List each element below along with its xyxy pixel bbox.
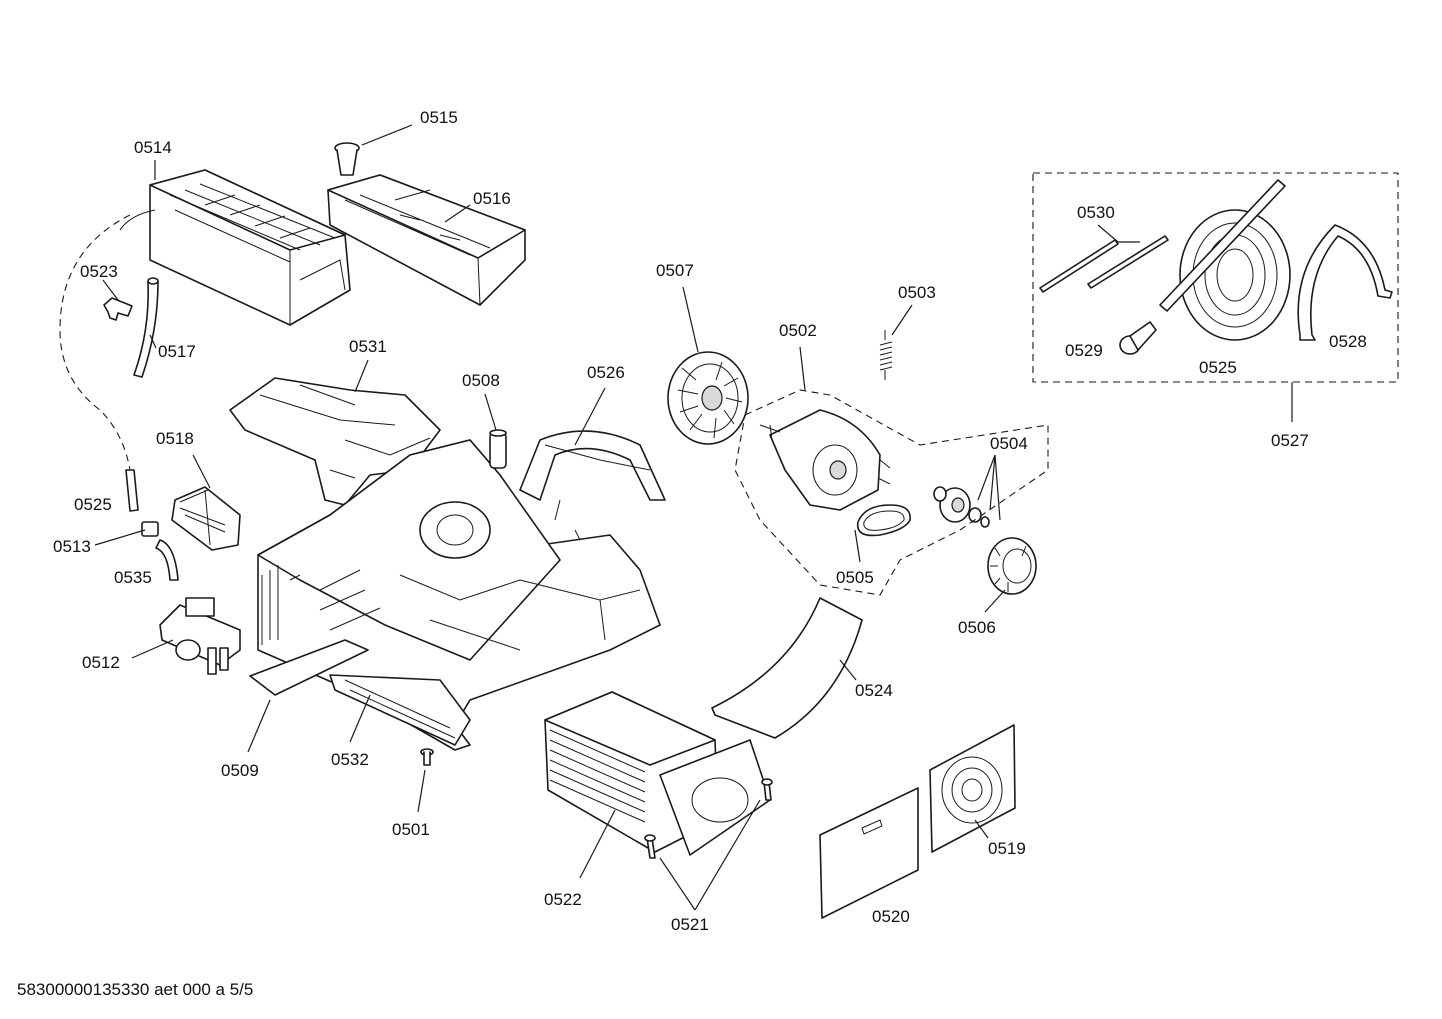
part-0524-seal [711, 597, 863, 739]
part-0521-screws [644, 778, 773, 859]
label-0531: 0531 [349, 337, 387, 356]
label-0532: 0532 [331, 750, 369, 769]
part-0530-cable-ties [1039, 235, 1169, 293]
part-0528-hose-bracket [1297, 224, 1393, 341]
label-0520: 0520 [872, 907, 910, 926]
label-0507: 0507 [656, 261, 694, 280]
part-0503-spring [879, 330, 893, 380]
label-0502: 0502 [779, 321, 817, 340]
part-0507-fan-wheel [667, 351, 749, 445]
label-0504: 0504 [990, 434, 1028, 453]
part-0501-screw [420, 748, 434, 766]
label-0523: 0523 [80, 262, 118, 281]
base-frame [257, 439, 661, 751]
part-0504-pulley [933, 486, 990, 528]
part-0505-belt [856, 504, 911, 537]
motor-group-dashed-outline [734, 389, 1049, 596]
label-0509: 0509 [221, 761, 259, 780]
part-0529-adapter [1119, 321, 1157, 355]
part-0527-kit-box [1032, 172, 1399, 383]
label-0521: 0521 [671, 915, 709, 934]
label-0513: 0513 [53, 537, 91, 556]
part-0516-water-container [327, 174, 526, 306]
part-0517-hose [133, 277, 159, 378]
document-reference: 58300000135330 aet 000 a 5/5 [17, 980, 254, 999]
part-0506-blower-wheel [987, 537, 1037, 595]
label-0516: 0516 [473, 189, 511, 208]
label-0526: 0526 [587, 363, 625, 382]
part-labels: 0515 0514 0516 0523 0517 0531 0508 0526 … [53, 108, 1367, 934]
label-0508: 0508 [462, 371, 500, 390]
part-0508-capacitor [489, 429, 507, 469]
label-0530: 0530 [1077, 203, 1115, 222]
label-0512: 0512 [82, 653, 120, 672]
label-0505: 0505 [836, 568, 874, 587]
label-0506: 0506 [958, 618, 996, 637]
part-0525-coiled-hose [1159, 179, 1291, 341]
part-0520-cover [819, 787, 919, 919]
label-0524: 0524 [855, 681, 893, 700]
label-0514: 0514 [134, 138, 172, 157]
label-0515: 0515 [420, 108, 458, 127]
label-0525-left: 0525 [74, 495, 112, 514]
part-0502-motor [759, 409, 891, 511]
label-0501: 0501 [392, 820, 430, 839]
part-0535-short-hose [155, 539, 179, 581]
label-0518: 0518 [156, 429, 194, 448]
leader-lines [94, 124, 1293, 911]
part-0513-connector [141, 521, 159, 537]
part-0522-heat-exchanger [544, 691, 771, 856]
part-0509-flap [249, 639, 369, 696]
label-0522: 0522 [544, 890, 582, 909]
part-0523-clip [103, 297, 133, 321]
part-0519-front-panel [929, 724, 1016, 853]
label-0529: 0529 [1065, 341, 1103, 360]
part-0515-funnel [334, 142, 360, 176]
part-0525-left-tube [59, 214, 139, 512]
label-0535: 0535 [114, 568, 152, 587]
label-0528: 0528 [1329, 332, 1367, 351]
part-0514-water-tray [119, 169, 351, 326]
part-0512-pump [159, 597, 241, 675]
part-0518-filter-box [171, 486, 241, 551]
label-0517: 0517 [158, 342, 196, 361]
label-0527: 0527 [1271, 431, 1309, 450]
label-0525-right: 0525 [1199, 358, 1237, 377]
label-0519: 0519 [988, 839, 1026, 858]
label-0503: 0503 [898, 283, 936, 302]
part-0526-drum-support [519, 430, 666, 541]
part-0532-grille-strip [329, 674, 471, 746]
